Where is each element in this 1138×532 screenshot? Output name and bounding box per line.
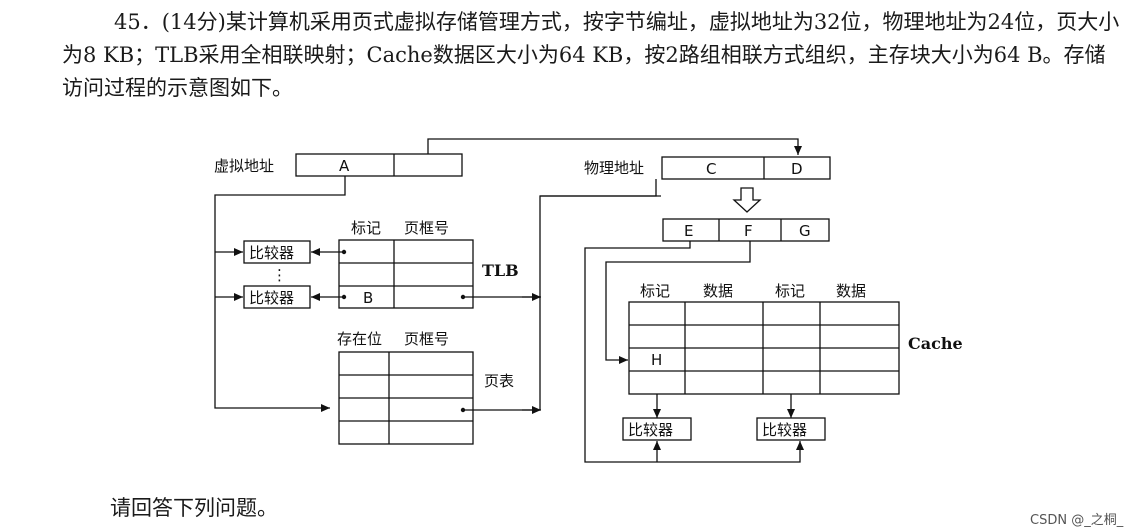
field-e: E: [684, 222, 693, 240]
field-b: B: [363, 289, 373, 307]
index-path: [605, 241, 751, 364]
cache-comparator-2: [756, 417, 826, 441]
cache-col-data-1: 数据: [703, 282, 733, 300]
field-c: C: [706, 160, 716, 178]
tlb-comparator-2-label: 比较器: [249, 289, 294, 307]
physical-address-register: [661, 156, 831, 180]
page-number-path: [214, 176, 346, 412]
ellipsis: ⋮: [272, 266, 287, 284]
page-table-label: 页表: [484, 372, 514, 390]
field-g: G: [799, 222, 811, 240]
field-d: D: [791, 160, 803, 178]
hollow-down-arrow: [732, 187, 762, 213]
virtual-address-label: 虚拟地址: [214, 157, 274, 175]
offset-path: [427, 138, 802, 155]
cache-comparator-1: [622, 417, 692, 441]
tlb-comparator-2: [243, 285, 311, 309]
watermark: CSDN @_之桐_: [1030, 513, 1124, 528]
tag-path: [584, 241, 804, 463]
field-h: H: [651, 351, 662, 369]
tlb-label: TLB: [482, 261, 519, 280]
virtual-address-register: [295, 153, 463, 177]
tlb-comparator-1: [243, 240, 311, 264]
tlb-comparator-1-label: 比较器: [249, 244, 294, 262]
tlb-col-frame: 页框号: [404, 219, 449, 237]
cache-col-tag-2: 标记: [775, 282, 805, 300]
cache-comparator-2-label: 比较器: [762, 421, 807, 439]
cache-comparator-1-label: 比较器: [628, 421, 673, 439]
question-body: 45．(14分)某计算机采用页式虚拟存储管理方式，按字节编址，虚拟地址为32位，…: [62, 10, 1120, 100]
cache-col-tag-1: 标记: [640, 282, 670, 300]
pt-col-valid: 存在位: [337, 330, 382, 348]
tlb-col-tag: 标记: [351, 219, 381, 237]
physical-address-label: 物理地址: [584, 159, 644, 177]
tlb-table: [338, 239, 474, 309]
question-footer: 请回答下列问题。: [110, 496, 278, 520]
question-text: 45．(14分)某计算机采用页式虚拟存储管理方式，按字节编址，虚拟地址为32位，…: [62, 6, 1122, 105]
field-a: A: [339, 157, 350, 175]
cache-col-data-2: 数据: [836, 282, 866, 300]
field-f: F: [744, 222, 753, 240]
pt-col-frame: 页框号: [404, 330, 449, 348]
cache-label: Cache: [908, 334, 963, 353]
cache-address-register: [662, 218, 830, 242]
